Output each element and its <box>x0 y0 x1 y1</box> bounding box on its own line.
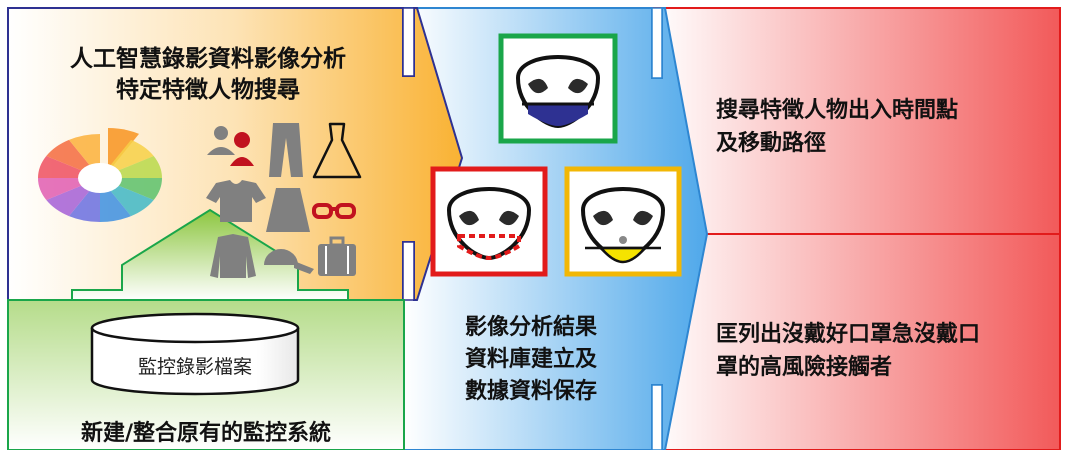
jacket-icon <box>210 234 256 278</box>
arrow-notch-bottom <box>651 384 663 450</box>
risk-contact-line2: 罩的高風險接觸者 <box>716 355 893 380</box>
ai-search-title-line1: 人工智慧錄影資料影像分析 <box>70 46 346 72</box>
database-cylinder-icon <box>90 312 300 396</box>
database-label: 監控錄影檔案 <box>137 356 252 378</box>
tshirt-icon <box>206 180 266 222</box>
ai-search-title-line2: 特定特徵人物搜尋 <box>116 77 300 104</box>
face-card-no-mask <box>430 166 548 277</box>
analysis-text: 影像分析結果 資料庫建立及 數據資料保存 <box>420 312 642 408</box>
analysis-text-line1: 影像分析結果 <box>464 315 597 340</box>
cap-icon <box>264 249 314 274</box>
track-person-text: 搜尋特徵人物出入時間點 及移動路徑 <box>716 94 1056 160</box>
track-person-line2: 及移動路徑 <box>716 131 827 156</box>
color-wheel-icon <box>37 128 162 222</box>
panel-risk-results <box>651 7 1061 450</box>
suitcase-icon <box>318 236 356 276</box>
track-person-line1: 搜尋特徵人物出入時間點 <box>716 98 959 123</box>
risk-contact-line1: 匡列出沒戴好口罩急沒戴口 <box>716 322 981 347</box>
face-card-mask-under-chin <box>564 166 682 277</box>
arrow-notch-top <box>402 7 415 77</box>
up-arrow <box>71 208 349 301</box>
skirt-icon <box>266 188 310 232</box>
person-pair-icon <box>207 126 254 166</box>
arrow-notch-top <box>651 7 663 79</box>
dress-icon <box>312 122 362 179</box>
arrow-notch-bottom <box>402 241 415 301</box>
ai-search-title: 人工智慧錄影資料影像分析 特定特徵人物搜尋 <box>22 44 394 106</box>
source-caption: 新建/整合原有的監控系統 <box>80 421 332 446</box>
risk-contact-text: 匡列出沒戴好口罩急沒戴口 罩的高風險接觸者 <box>716 318 1056 384</box>
glasses-icon <box>312 203 356 219</box>
face-card-mask-worn <box>498 33 618 144</box>
analysis-text-line3: 數據資料保存 <box>464 378 597 404</box>
pants-icon <box>269 123 303 177</box>
analysis-text-line2: 資料庫建立及 <box>464 346 597 372</box>
